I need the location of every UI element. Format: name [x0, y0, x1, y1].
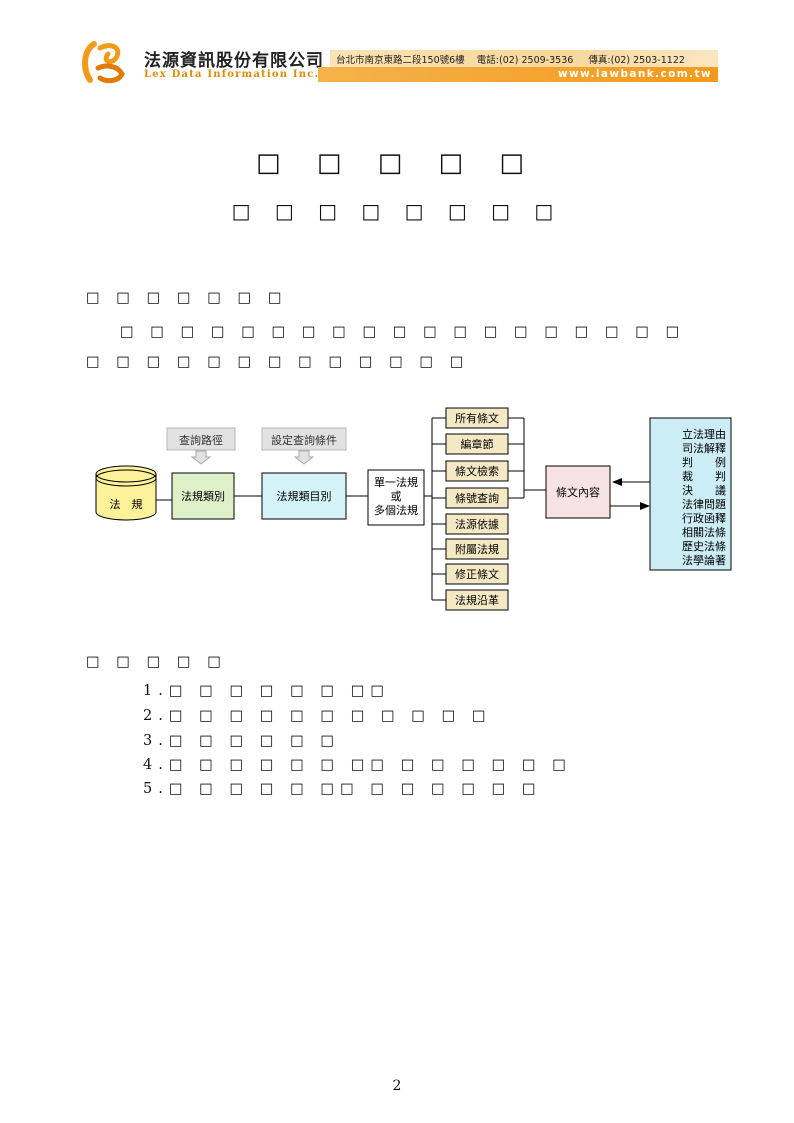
option-label: 法源依據 — [455, 517, 499, 531]
document-subtitle: □ □ □ □ □ □ □ □ — [231, 199, 563, 223]
related-item: 法律問題 — [682, 497, 726, 511]
down-arrow-icon — [190, 450, 212, 465]
company-name-en: Lex Data Information Inc. — [144, 69, 320, 80]
single-or-multi-law-box — [367, 469, 425, 526]
header-fax: 傳真:(02) 2503-1122 — [588, 55, 685, 66]
related-item: 決 議 — [682, 483, 726, 497]
query-path-label-box — [166, 427, 236, 451]
related-item: 行政函釋 — [682, 511, 726, 525]
list-item: 3.□ □ □ □ □ □ — [143, 733, 341, 749]
related-item: 裁 判 — [682, 470, 726, 483]
header-address: 台北市南京東路二段150號6樓 — [336, 55, 465, 66]
company-name-cn: 法源資訊股份有限公司 — [144, 51, 324, 71]
section2-heading: □ □ □ □ □ — [86, 654, 227, 670]
related-item: 立法理由 — [682, 427, 726, 441]
down-arrow-icon — [293, 450, 315, 465]
option-label: 法規沿革 — [455, 593, 499, 607]
header-band-bottom — [318, 67, 718, 82]
list-item: 5.□ □ □ □ □ □□ □ □ □ □ □ □ — [143, 781, 542, 797]
option-label: 所有條文 — [455, 411, 499, 425]
list-item: 4.□ □ □ □ □ □ □□ □ □ □ □ □ □ — [143, 757, 572, 773]
related-item: 法學論著 — [682, 553, 726, 567]
or-label: 或 — [391, 490, 402, 503]
option-list: 所有條文 編章節 條文檢索 條號查詢 法源依據 附屬法規 修正條文 法規沿革 — [432, 407, 509, 611]
right-arrow-icon — [640, 502, 650, 510]
law-category-box — [171, 472, 235, 520]
list-item: 1.□ □ □ □ □ □ □□ — [143, 683, 391, 699]
law-category-label: 法規類別 — [181, 489, 225, 503]
related-item: 司法解釋 — [682, 441, 726, 455]
option-label: 條文檢索 — [455, 464, 499, 478]
article-content-label: 條文內容 — [556, 485, 600, 499]
list-item: 2.□ □ □ □ □ □ □ □ □ □ □ — [143, 708, 492, 724]
database-cylinder: 法 規 — [95, 465, 157, 521]
related-item: 相關法條 — [682, 525, 726, 539]
option-legal-basis — [445, 513, 509, 535]
single-law-label: 單一法規 — [374, 475, 418, 489]
document-title: □ □ □ □ □ — [256, 148, 538, 178]
header-phone: 電話:(02) 2509-3536 — [476, 55, 574, 66]
lawbank-logo-icon — [82, 41, 125, 84]
option-label: 編章節 — [461, 437, 494, 451]
option-label: 附屬法規 — [455, 542, 499, 556]
section1-paragraph-line1: □ □ □ □ □ □ □ □ □ □ □ □ □ □ □ □ □ □ □ — [120, 324, 686, 340]
header-contact: 台北市南京東路二段150號6樓 電話:(02) 2509-3536 傳真:(02… — [336, 52, 685, 66]
article-content-box — [545, 465, 611, 519]
option-label: 修正條文 — [455, 567, 499, 581]
related-materials-box — [649, 417, 732, 571]
query-path-label: 查詢路徑 — [179, 433, 223, 447]
law-catalog-label: 法規類目別 — [277, 489, 332, 503]
law-catalog-box — [261, 472, 347, 520]
section1-heading: □ □ □ □ □ □ □ — [86, 290, 288, 306]
header-website: www.lawbank.com.tw — [557, 68, 712, 80]
option-law-history — [445, 589, 509, 611]
query-flow-diagram: 法 規 查詢路徑 設定查詢條件 法規類別 法規類目別 單一法規 或 多個法規 所… — [95, 407, 732, 611]
set-condition-label-box — [261, 427, 347, 451]
page-number: 2 — [392, 1078, 402, 1094]
section1-paragraph-line2: □ □ □ □ □ □ □ □ □ □ □ □ □ — [86, 354, 470, 370]
option-label: 條號查詢 — [455, 491, 499, 505]
related-item: 判 例 — [682, 455, 726, 469]
set-condition-label: 設定查詢條件 — [271, 433, 337, 447]
database-label: 法 規 — [110, 497, 143, 511]
multi-law-label: 多個法規 — [374, 503, 418, 517]
related-item: 歷史法條 — [682, 539, 726, 553]
option-subsidiary-laws — [445, 538, 509, 560]
option-amended-articles — [445, 563, 509, 585]
left-arrow-icon — [612, 478, 622, 486]
header-band-top — [330, 50, 718, 67]
